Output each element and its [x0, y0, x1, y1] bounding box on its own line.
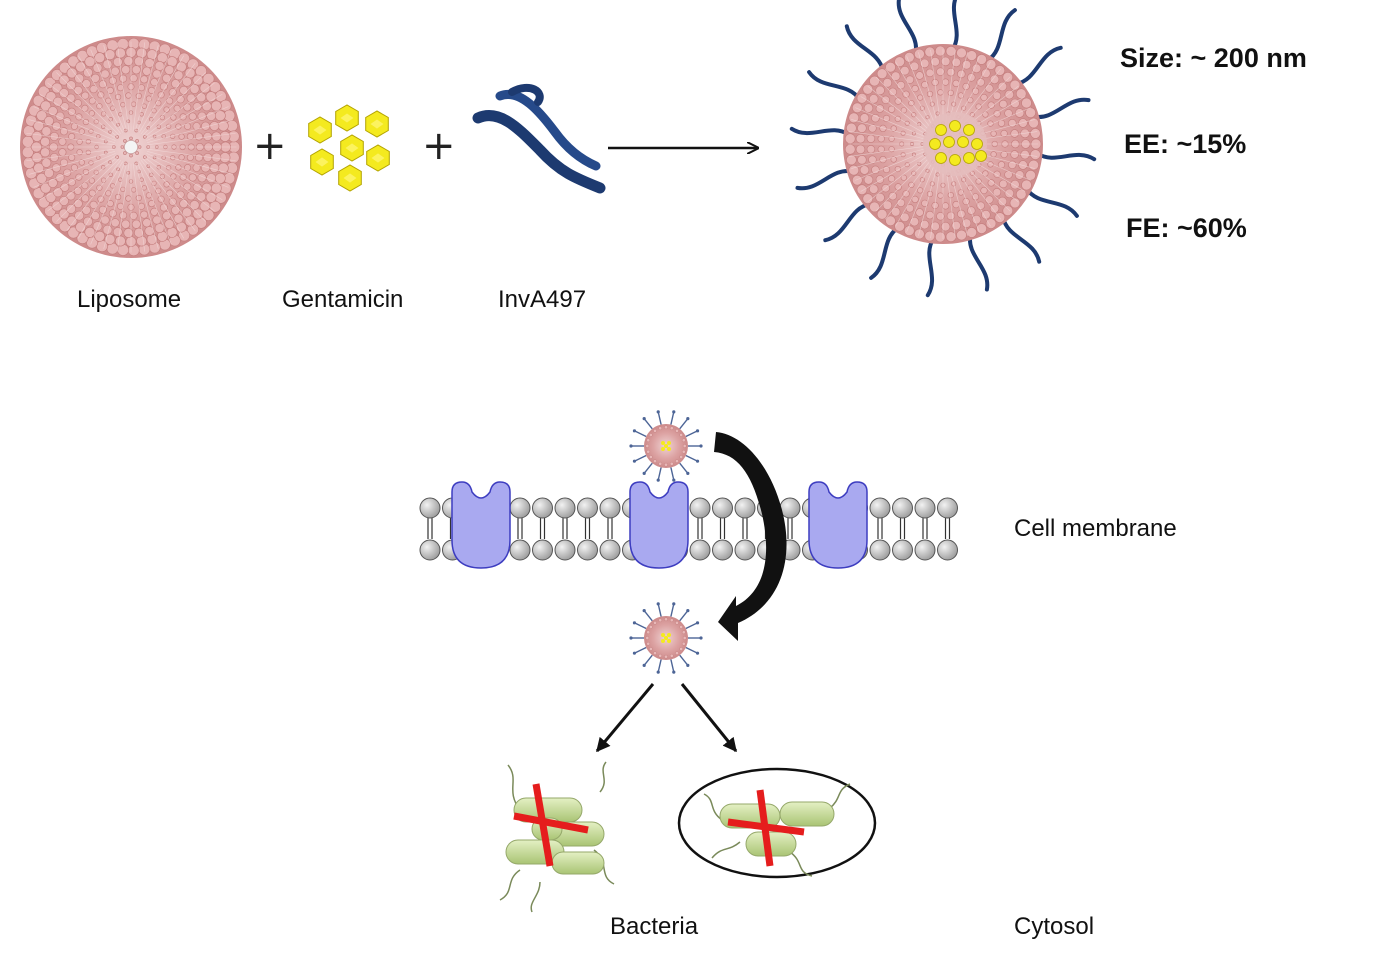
- internalization-arrow: [714, 432, 787, 641]
- kill-cross-icon: [727, 789, 805, 867]
- functionalized-liposome-icon: [789, 0, 1097, 298]
- small-liposome-intracellular-icon: [629, 602, 703, 674]
- cytosol-label: Cytosol: [1014, 913, 1095, 940]
- ee-property: EE: ~15%: [1124, 129, 1247, 159]
- size-property: Size: ~ 200 nm: [1120, 43, 1307, 73]
- arrow-to-vacuole: [680, 683, 738, 753]
- receptor-icon: [451, 481, 511, 569]
- invA497-aptamer-icon: [472, 83, 606, 194]
- cell-membrane-label: Cell membrane: [1014, 515, 1177, 542]
- fe-property: FE: ~60%: [1126, 213, 1247, 243]
- gentamicin-icon: [308, 104, 390, 192]
- receptor-icon: [808, 481, 868, 569]
- vacuole-icon: [677, 767, 877, 879]
- bacteria-label: Bacteria: [610, 913, 699, 940]
- plus-sign-1: +: [253, 123, 287, 169]
- small-liposome-extracellular-icon: [629, 410, 703, 482]
- kill-cross-icon: [513, 783, 589, 867]
- plus-sign-2: +: [422, 123, 456, 169]
- liposome-icon: [20, 36, 242, 258]
- arrow-to-bacteria: [595, 683, 655, 753]
- invA497-label: InvA497: [498, 286, 587, 313]
- liposome-label: Liposome: [77, 286, 182, 313]
- gentamicin-label: Gentamicin: [282, 286, 404, 313]
- bacteria-cluster-icon: [499, 761, 615, 913]
- receptor-icon: [629, 481, 689, 569]
